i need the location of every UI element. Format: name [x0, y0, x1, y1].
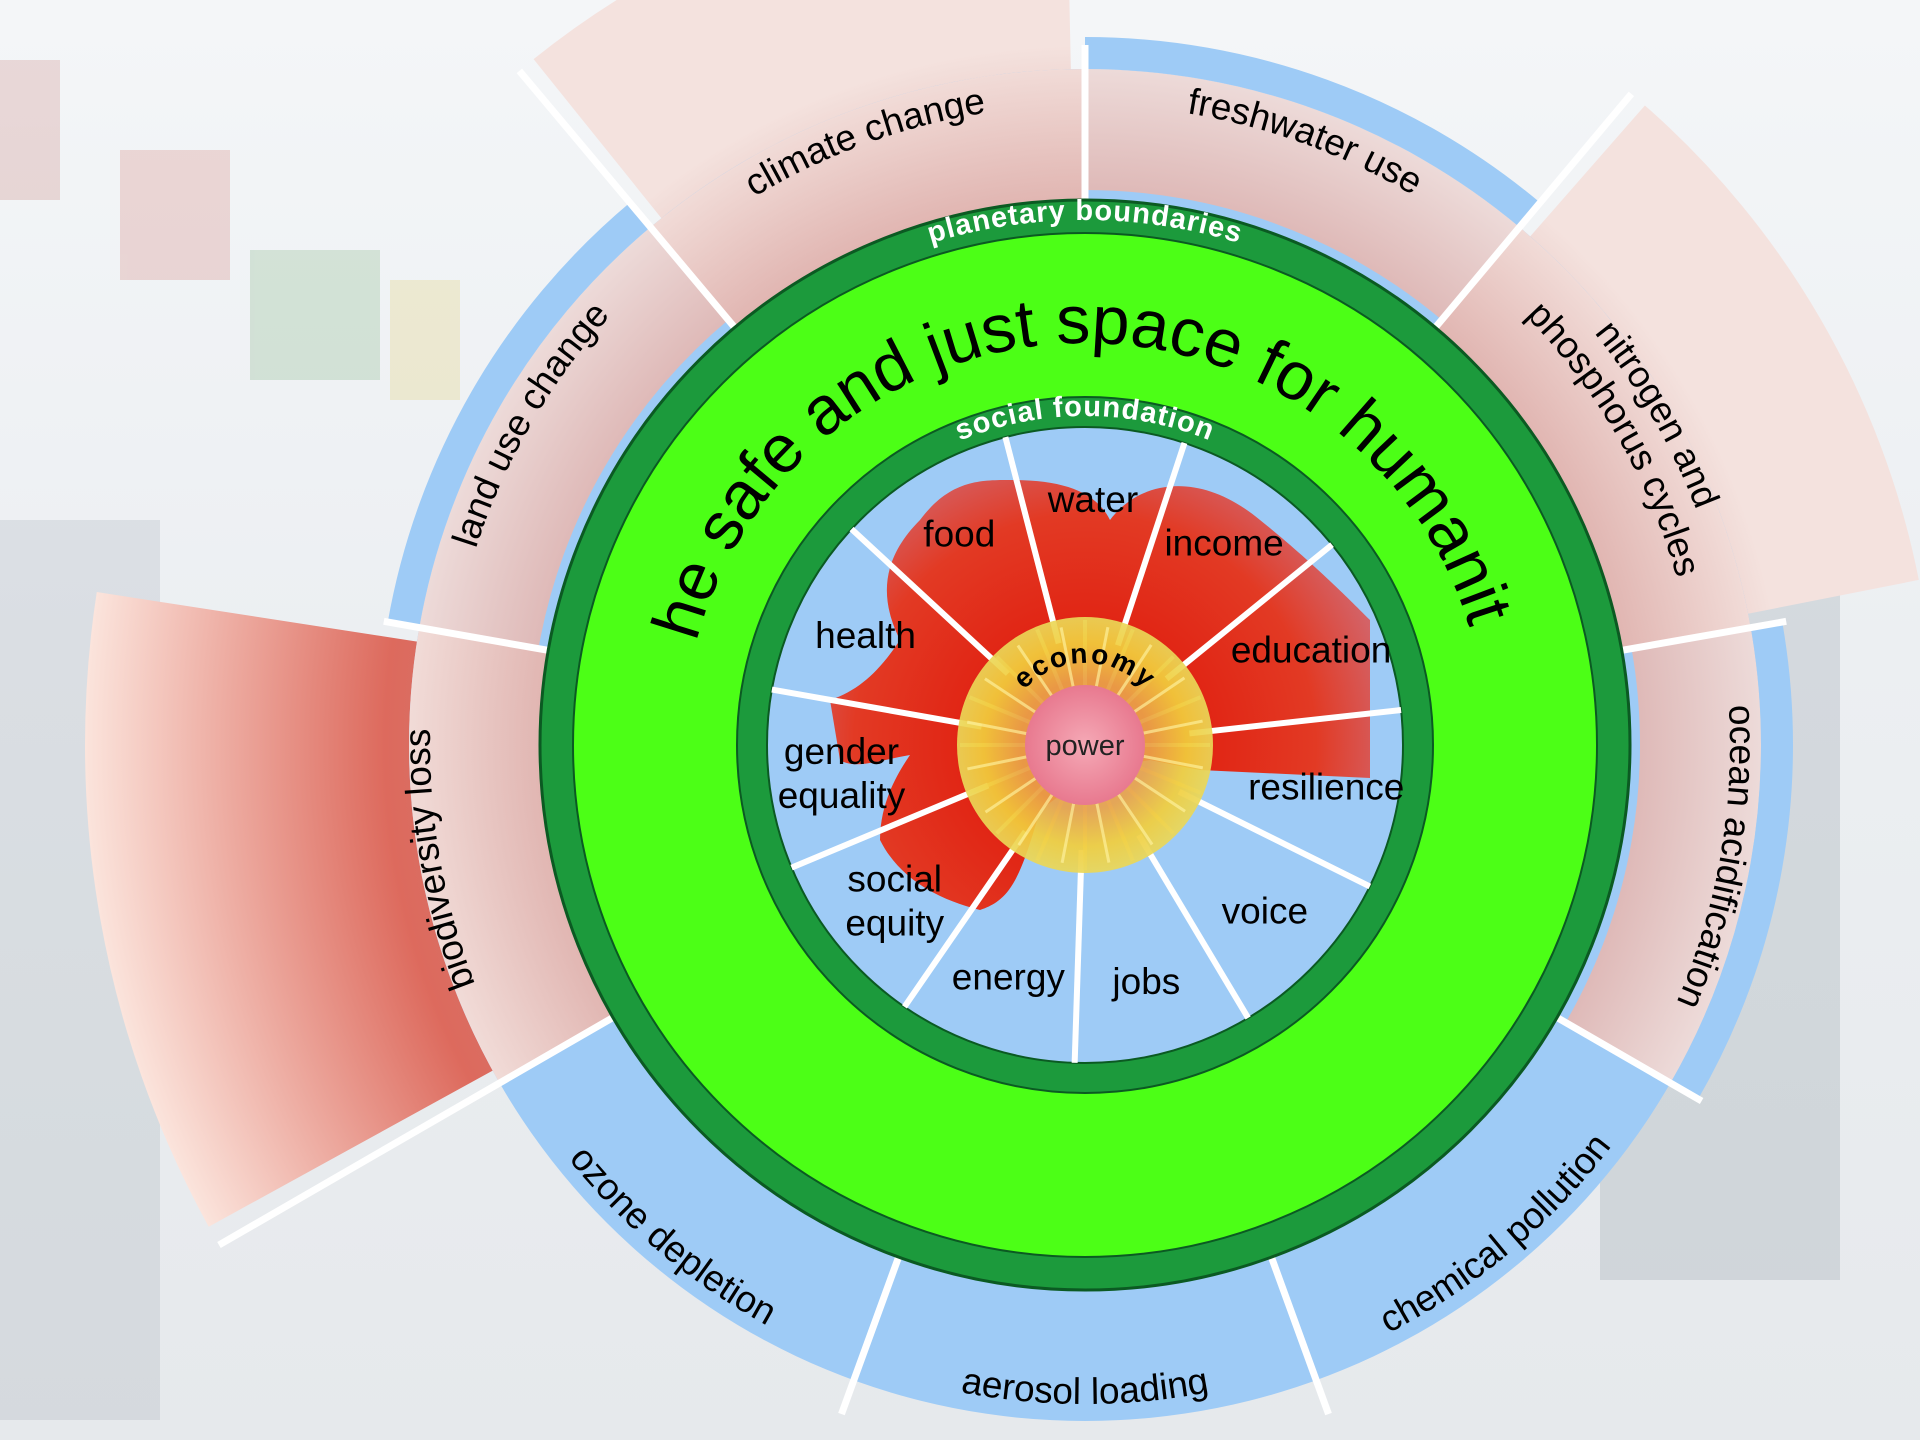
water-label: water	[1047, 479, 1138, 520]
social-label-text: health	[815, 615, 916, 656]
boundary-divider	[217, 1006, 628, 1249]
income-label: income	[1164, 522, 1283, 563]
social-label-text: voice	[1222, 890, 1308, 931]
jobs-label: jobs	[1111, 961, 1180, 1002]
social-divider	[1189, 707, 1402, 737]
boundary-trim	[1085, 37, 1541, 228]
boundary-trim	[387, 202, 651, 628]
economy-ray	[1138, 754, 1204, 770]
social-divider	[901, 829, 1028, 1009]
social-label-text: income	[1164, 522, 1283, 563]
economy-ray	[1130, 774, 1186, 813]
social-divider	[790, 782, 990, 871]
social-divider	[849, 526, 1010, 676]
voice-label: voice	[1222, 890, 1308, 931]
social-label-text: jobs	[1111, 961, 1180, 1002]
boundary-divider	[383, 617, 564, 657]
economy-ray	[1016, 644, 1056, 701]
social-divider	[1164, 542, 1334, 682]
biodiversity-loss-boundary-fill	[408, 627, 618, 1083]
social-divider	[1071, 849, 1085, 1063]
land-use-change-boundary-fill	[419, 227, 729, 649]
economy-ray	[984, 677, 1040, 716]
boundary-divider	[1422, 91, 1635, 342]
economy-ray	[966, 720, 1032, 736]
economy-ray	[1114, 789, 1154, 846]
economy-ray	[1114, 644, 1153, 700]
social-label-text: food	[923, 514, 995, 555]
education-label: education	[1231, 630, 1391, 671]
social-label-text: resilience	[1248, 767, 1404, 808]
social-label-text: gender	[784, 731, 899, 772]
power-label: power	[1046, 730, 1125, 762]
economy-ray	[1059, 627, 1076, 692]
social-label-text: equality	[778, 775, 906, 816]
boundary-divider	[1542, 1006, 1704, 1105]
boundary-divider	[1606, 617, 1787, 657]
power-circle	[1025, 685, 1145, 805]
health-label: health	[815, 615, 916, 656]
economy-ray	[1060, 798, 1076, 864]
climate-change-boundary-fill	[650, 69, 1085, 332]
economy-ray	[1094, 798, 1111, 863]
boundary-trim	[1670, 622, 1793, 1099]
economy-ray	[1094, 626, 1110, 692]
social-divider	[1177, 789, 1372, 890]
energy-label: energy	[952, 957, 1066, 998]
nitrogen-and-phosphorus-cycles-overshoot-wedge	[1440, 105, 1919, 641]
social-label-text: equity	[845, 902, 944, 943]
economy-ray	[1017, 790, 1056, 846]
social-divider	[1136, 833, 1251, 1020]
social-label-text: water	[1047, 479, 1138, 520]
ocean-acidification-boundary-fill	[1565, 627, 1762, 1083]
boundary-divider	[1262, 1241, 1332, 1416]
freshwater-use-boundary-fill	[1085, 69, 1520, 320]
economy-ray	[1129, 676, 1186, 716]
food-label: food	[923, 514, 995, 555]
social-label-text: social	[847, 858, 942, 899]
boundary-divider	[838, 1241, 908, 1416]
resilience-label: resilience	[1248, 767, 1404, 808]
boundary-divider	[516, 68, 748, 342]
social-divider	[1114, 442, 1188, 647]
social-label-text: energy	[952, 957, 1066, 998]
nitrogen-and-phosphorus-cycles-boundary-fill	[1432, 227, 1751, 652]
economy-ray	[984, 774, 1041, 814]
economy-ray	[967, 754, 1032, 771]
social-divider	[771, 686, 983, 730]
social-label-text: education	[1231, 630, 1391, 671]
social-divider	[1002, 436, 1062, 645]
economy-ray	[1138, 719, 1203, 736]
